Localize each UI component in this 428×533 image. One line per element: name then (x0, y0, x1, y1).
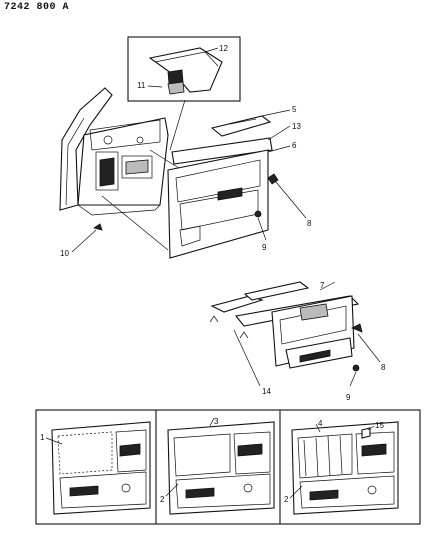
fastener-9-upper (254, 210, 267, 241)
callout-11: 11 (137, 81, 146, 90)
callout-8-middle: 8 (381, 363, 386, 372)
callout-15: 15 (375, 421, 384, 430)
callout-13: 13 (292, 122, 301, 131)
callout-5: 5 (292, 105, 297, 114)
armrest-inset (127, 36, 241, 151)
fastener-8-upper (267, 173, 307, 219)
callout-10: 10 (60, 249, 69, 258)
callout-2-left: 2 (160, 495, 165, 504)
variant-panel-2 (165, 417, 275, 515)
callout-7: 7 (320, 281, 325, 290)
callout-1: 1 (40, 433, 45, 442)
upper-trim-panel (167, 109, 291, 259)
callout-12: 12 (219, 44, 228, 53)
bottom-variant-panels: 1 3 2 (35, 409, 421, 525)
variant-panel-3 (289, 421, 399, 515)
callout-9-middle: 9 (346, 393, 351, 402)
variant-panel-1 (45, 421, 151, 515)
callout-9-upper: 9 (262, 243, 267, 252)
callout-6: 6 (292, 141, 297, 150)
callout-8-upper: 8 (307, 219, 312, 228)
middle-trim-assembly (209, 281, 381, 387)
callout-4: 4 (318, 419, 323, 428)
callout-2-right: 2 (284, 495, 289, 504)
door-frame (59, 87, 191, 251)
callout-14: 14 (262, 387, 271, 396)
diagram-code: 7242 800 A (4, 2, 70, 13)
callout-3: 3 (214, 417, 219, 426)
